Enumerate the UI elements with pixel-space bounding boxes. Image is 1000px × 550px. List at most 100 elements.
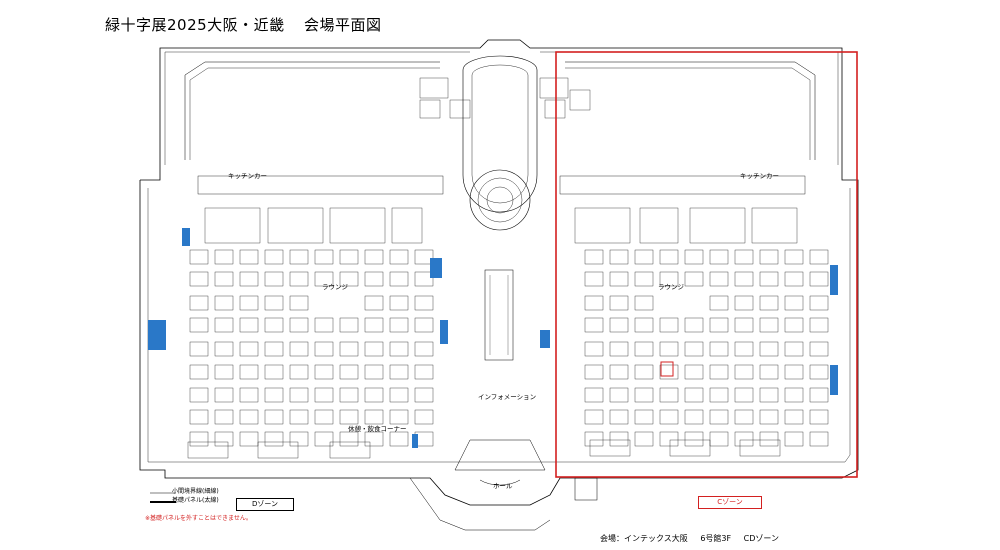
plan-subtitle: 会場平面図: [303, 16, 382, 34]
booth: [414, 295, 434, 311]
booth: [659, 409, 679, 425]
booth: [734, 317, 754, 333]
facility-room: [539, 77, 569, 99]
booth: [759, 249, 779, 265]
facility-room: [419, 77, 449, 99]
booth: [239, 409, 259, 425]
booth: [584, 295, 604, 311]
booth: [414, 317, 434, 333]
booth: [214, 341, 234, 357]
booth: [759, 364, 779, 380]
booth: [809, 271, 829, 287]
booth: [609, 364, 629, 380]
booth: [339, 317, 359, 333]
long-booth: [739, 439, 781, 457]
lounge-label-left: ラウンジ: [322, 283, 348, 291]
booth: [684, 271, 704, 287]
booth: [709, 387, 729, 403]
booth: [709, 364, 729, 380]
booth: [339, 341, 359, 357]
booth: [584, 409, 604, 425]
booth: [809, 409, 829, 425]
booth: [659, 249, 679, 265]
booth: [239, 271, 259, 287]
booth: [364, 364, 384, 380]
booth: [289, 431, 309, 447]
booth: [584, 249, 604, 265]
booth: [264, 431, 284, 447]
booth: [364, 341, 384, 357]
booth: [339, 364, 359, 380]
booth: [214, 317, 234, 333]
booth: [809, 387, 829, 403]
booth: [634, 249, 654, 265]
booth: [189, 409, 209, 425]
booth: [239, 341, 259, 357]
booth: [759, 409, 779, 425]
accent-markers: [148, 228, 838, 448]
hall-floor: 6号館3F: [700, 534, 732, 543]
booth: [684, 409, 704, 425]
lounge-label-right: ラウンジ: [658, 283, 684, 291]
booth: [709, 249, 729, 265]
booth: [609, 249, 629, 265]
booth: [759, 387, 779, 403]
booth: [239, 364, 259, 380]
long-booth: [187, 441, 229, 459]
large-booth: [639, 207, 679, 244]
booth: [339, 387, 359, 403]
booth: [364, 249, 384, 265]
booth: [189, 295, 209, 311]
booth: [809, 364, 829, 380]
information-label: インフォメーション: [478, 393, 537, 401]
booth: [684, 341, 704, 357]
blue-marker: [430, 258, 442, 278]
large-booth: [751, 207, 798, 244]
large-booth: [689, 207, 746, 244]
facility-room: [569, 89, 591, 111]
booth: [609, 431, 629, 447]
booth: [809, 295, 829, 311]
booth: [289, 317, 309, 333]
panel-note: ※基礎パネルを外すことはできません。: [145, 515, 252, 522]
booth: [314, 387, 334, 403]
booth: [709, 317, 729, 333]
booth: [609, 409, 629, 425]
booth: [684, 249, 704, 265]
booth: [364, 317, 384, 333]
booth: [659, 431, 679, 447]
selected-booth[interactable]: [660, 361, 674, 377]
booth: [634, 364, 654, 380]
booth: [189, 364, 209, 380]
booth: [314, 317, 334, 333]
booth: [784, 341, 804, 357]
building-outline: [139, 39, 859, 531]
plan-title: 緑十字展2025大阪・近畿 会場平面図: [105, 14, 381, 35]
booth: [364, 271, 384, 287]
booth: [389, 387, 409, 403]
booth: [364, 409, 384, 425]
kitchen-car-label-left: キッチンカー: [228, 172, 267, 180]
long-booth: [329, 441, 371, 459]
booth: [364, 387, 384, 403]
large-booth: [391, 207, 423, 244]
event-title: 緑十字展2025大阪・近畿: [105, 16, 285, 34]
booth: [389, 317, 409, 333]
large-booth: [204, 207, 261, 244]
facility-room: [544, 99, 566, 119]
booth: [609, 271, 629, 287]
large-booth: [267, 207, 324, 244]
booth: [214, 295, 234, 311]
legend-base-panel: 基礎パネル(太線): [172, 497, 219, 504]
booth: [189, 387, 209, 403]
booth: [784, 249, 804, 265]
venue-footer: 会場：インテックス大阪 6号館3F CDゾーン: [600, 533, 779, 544]
booth: [289, 387, 309, 403]
blue-marker: [182, 228, 190, 246]
blue-marker: [540, 330, 550, 348]
booth: [289, 249, 309, 265]
booth: [609, 341, 629, 357]
booth: [634, 271, 654, 287]
booth: [264, 271, 284, 287]
booth: [809, 431, 829, 447]
